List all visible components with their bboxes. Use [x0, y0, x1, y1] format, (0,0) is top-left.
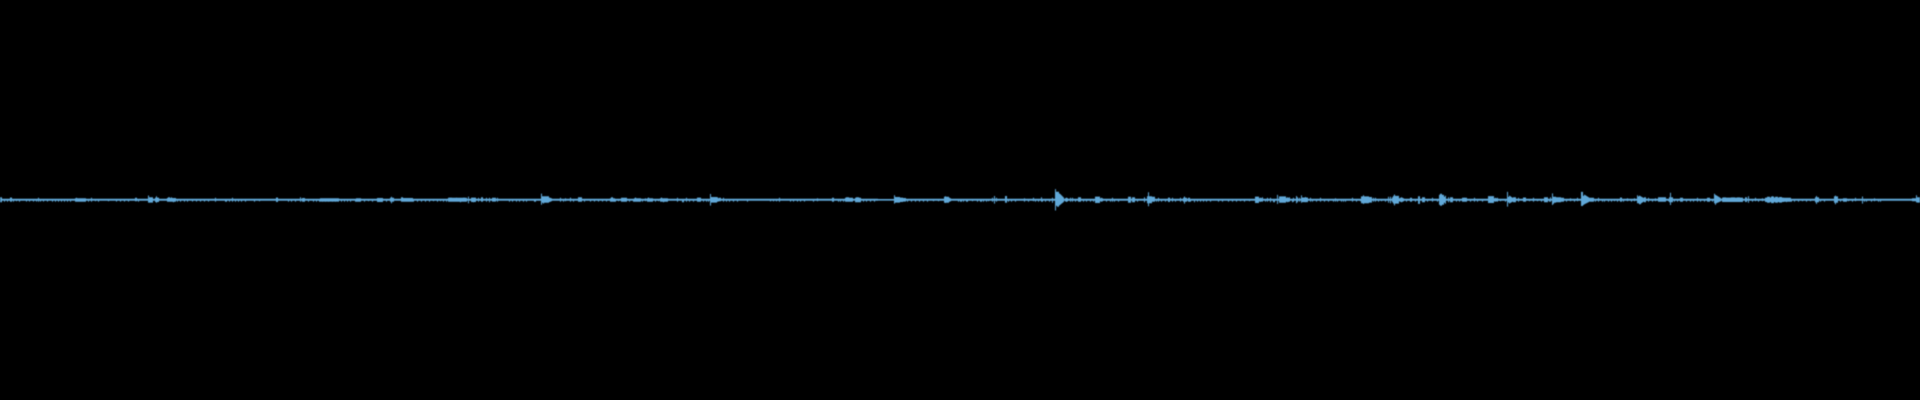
- waveform-path: [0, 189, 1920, 211]
